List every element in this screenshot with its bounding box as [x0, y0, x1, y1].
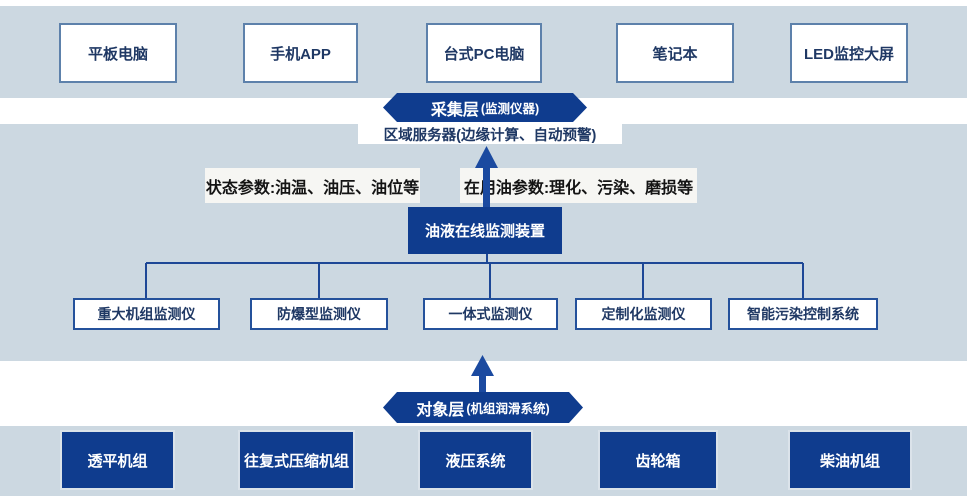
regional-server-box: 区域服务器(边缘计算、自动预警)	[358, 124, 622, 144]
device-box-label: 台式PC电脑	[443, 45, 525, 63]
online-monitoring-device-box: 油液在线监测装置	[408, 207, 562, 254]
device-box-laptop: 笔记本	[616, 23, 734, 83]
collection-layer-title: 采集层	[430, 101, 479, 119]
monitor-box-pollution-control: 智能污染控制系统	[728, 298, 878, 330]
equipment-box-label: 透平机组	[87, 452, 148, 470]
monitor-box-major-units: 重大机组监测仪	[73, 298, 220, 330]
device-box-desktop-pc: 台式PC电脑	[426, 23, 542, 83]
device-box-mobile-app: 手机APP	[243, 23, 358, 83]
monitor-box-label: 重大机组监测仪	[97, 306, 196, 322]
device-box-label: 笔记本	[652, 45, 698, 63]
equipment-box-label: 齿轮箱	[635, 452, 681, 470]
device-box-label: 平板电脑	[87, 45, 148, 63]
equipment-box-gearbox: 齿轮箱	[598, 430, 718, 490]
equipment-box-label: 往复式压缩机组	[243, 452, 349, 470]
equipment-box-label: 柴油机组	[819, 452, 880, 470]
device-box-led-screen: LED监控大屏	[790, 23, 908, 83]
oil-parameters-label: 在用油参数:理化、污染、磨损等	[460, 168, 697, 203]
equipment-box-diesel-unit: 柴油机组	[788, 430, 912, 490]
collection-layer-subtitle: (监测仪器)	[480, 102, 540, 116]
equipment-box-label: 液压系统	[445, 452, 506, 470]
equipment-box-hydraulic-system: 液压系统	[418, 430, 533, 490]
regional-server-label: 区域服务器(边缘计算、自动预警)	[383, 127, 597, 144]
online-monitoring-device-label: 油液在线监测装置	[424, 223, 545, 240]
monitor-box-label: 智能污染控制系统	[747, 306, 859, 322]
object-layer-pill: 对象层 (机组润滑系统)	[383, 392, 583, 423]
object-layer-title: 对象层	[416, 401, 465, 419]
monitor-box-label: 定制化监测仪	[601, 306, 686, 322]
status-parameters-label: 状态参数:油温、油压、油位等	[205, 168, 420, 203]
equipment-box-reciprocating-compressor: 往复式压缩机组	[238, 430, 355, 490]
oil-parameters-text: 在用油参数:理化、污染、磨损等	[463, 179, 694, 197]
monitor-box-label: 一体式监测仪	[448, 306, 533, 322]
object-layer-subtitle: (机组润滑系统)	[466, 402, 550, 416]
device-box-label: 手机APP	[270, 45, 331, 63]
device-box-label: LED监控大屏	[803, 45, 894, 63]
monitor-box-customized: 定制化监测仪	[575, 298, 712, 330]
collection-layer-pill: 采集层 (监测仪器)	[383, 93, 587, 122]
device-box-tablet: 平板电脑	[59, 23, 177, 83]
monitor-box-integrated: 一体式监测仪	[423, 298, 558, 330]
equipment-box-turbine: 透平机组	[60, 430, 175, 490]
status-parameters-text: 状态参数:油温、油压、油位等	[205, 179, 420, 197]
monitor-box-label: 防爆型监测仪	[277, 306, 361, 322]
monitor-box-explosion-proof: 防爆型监测仪	[250, 298, 388, 330]
